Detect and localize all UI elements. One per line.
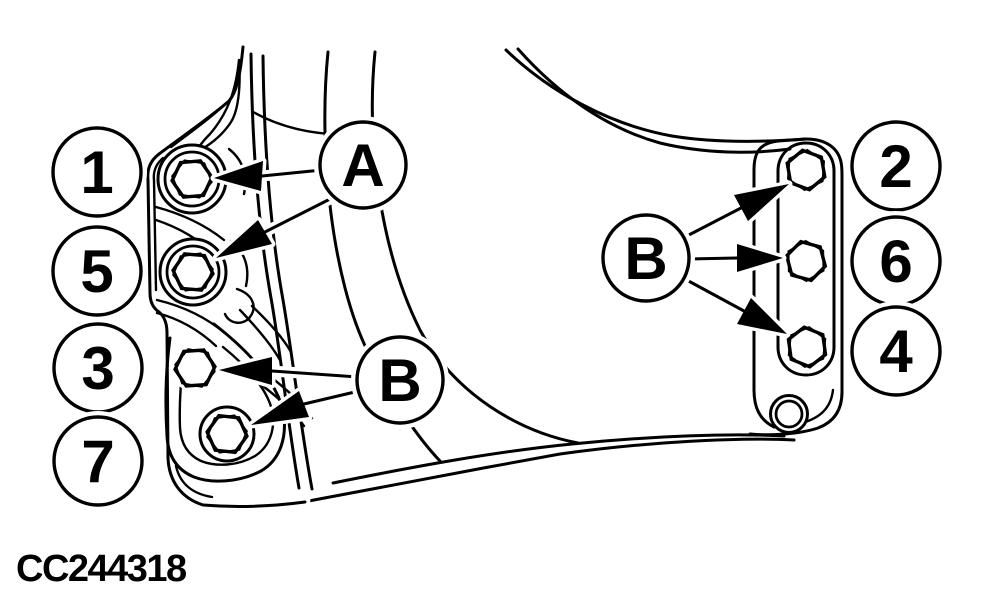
callout-circle-7: 7 <box>48 411 148 511</box>
arrow-a-to-bolt-1 <box>210 157 328 195</box>
callout-circle-1: 1 <box>47 122 147 222</box>
pocket-contour-inner <box>178 345 275 466</box>
arrow-b-to-bolt-2 <box>677 180 793 244</box>
bolt-5 <box>158 237 228 307</box>
bolt-boss-strip <box>776 141 836 377</box>
alignment-hole <box>769 394 809 434</box>
web-hook <box>223 287 255 324</box>
callout-label-7: 7 <box>81 428 114 495</box>
web-top-right <box>251 110 332 136</box>
bolt-2-face <box>784 148 828 192</box>
arm-top-edge-outer <box>504 48 808 143</box>
ribbon-line-2 <box>250 304 293 354</box>
bolt-7 <box>198 405 256 463</box>
arm-top-edge-inner <box>516 47 792 154</box>
plate-bottom-left-corner <box>752 388 776 429</box>
figure-code: CC244318 <box>16 548 186 590</box>
callout-circles: 1 5 3 7 2 6 4 <box>47 116 946 511</box>
bolt-6-face <box>784 239 828 283</box>
bolt-4 <box>779 320 835 374</box>
arrow-b-to-bolt-3 <box>215 353 364 389</box>
flange-inner-edge <box>152 156 165 292</box>
bracket-arm <box>296 47 808 505</box>
bolt-2 <box>778 143 834 197</box>
plate-top-left-corner <box>752 137 808 172</box>
arrow-a-to-bolt-5 <box>212 191 340 262</box>
callout-label-b-left: B <box>378 347 421 414</box>
callout-circle-3: 3 <box>48 318 148 418</box>
plate-outer-edge <box>748 137 844 437</box>
callout-label-6: 6 <box>879 228 912 295</box>
arrow-b-to-bolt-4 <box>677 272 791 338</box>
web-line-1 <box>154 205 226 242</box>
bolt-5-boss-inner <box>165 244 221 300</box>
right-mounting-plate <box>748 137 844 437</box>
bolt-5-boss-outer <box>158 237 228 307</box>
web-line-4 <box>155 311 218 348</box>
callout-label-b-right: B <box>624 225 667 292</box>
callout-arrows <box>210 157 793 429</box>
callout-label-1: 1 <box>80 139 113 206</box>
arm-bottom-edge-inner <box>331 433 786 485</box>
neck-inner-line <box>169 105 224 149</box>
callout-label-a: A <box>341 132 384 199</box>
callout-circle-5: 5 <box>47 221 147 321</box>
bolt-4-face <box>785 325 829 369</box>
callout-label-5: 5 <box>80 238 113 305</box>
pocket-contour-outer <box>164 322 286 483</box>
callout-label-3: 3 <box>81 335 114 402</box>
arrow-b-to-bolt-6 <box>682 240 787 276</box>
callout-circle-6: 6 <box>846 211 946 311</box>
left-bracket-flange <box>146 45 332 508</box>
callout-circle-4: 4 <box>846 301 946 401</box>
callout-circle-b-left: B <box>351 331 449 429</box>
arm-bottom-edge-outer <box>296 437 796 505</box>
callout-label-2: 2 <box>879 133 912 200</box>
callout-label-4: 4 <box>879 318 913 385</box>
bolt-6 <box>779 235 833 287</box>
callout-circle-a: A <box>314 116 412 214</box>
bolt-3 <box>171 344 219 392</box>
flange-right-fold-line-2 <box>261 54 314 491</box>
ribbon-line-1 <box>238 308 282 362</box>
callout-circle-b-right: B <box>597 209 695 307</box>
alignment-hole-inner <box>774 399 804 429</box>
flange-bottom-inner <box>174 464 214 499</box>
callout-circle-2: 2 <box>846 116 946 216</box>
arrow-b-to-bolt-7 <box>247 385 365 429</box>
